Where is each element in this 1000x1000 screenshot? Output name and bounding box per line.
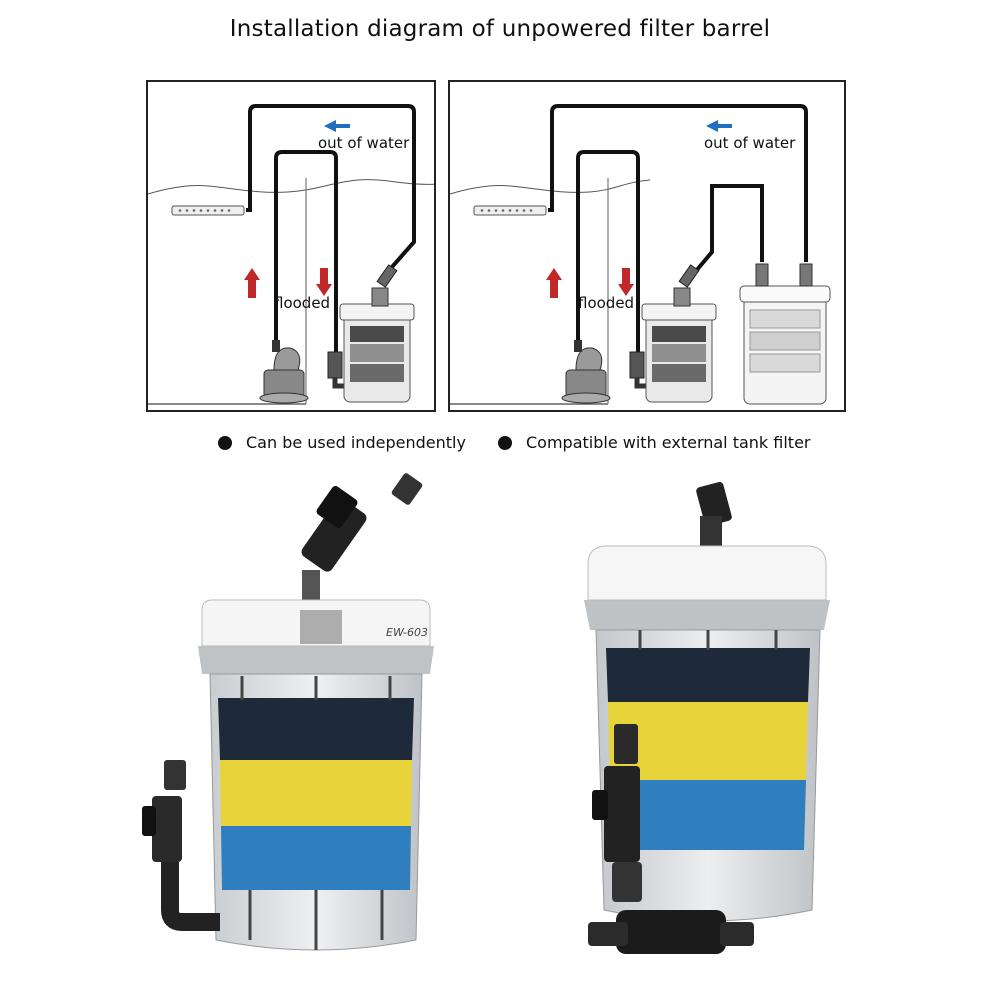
sponge-black (606, 648, 810, 702)
diagram-external-drawing: out of water flooded (450, 104, 831, 405)
feature-label: Can be used independently (246, 433, 466, 452)
diagram-independent: out of water flooded (146, 80, 436, 412)
pump-hose (576, 150, 640, 352)
submersible-pump (259, 340, 309, 404)
flooded-label: flooded (274, 294, 330, 312)
sponge-blue (221, 826, 411, 890)
sponge-blue (610, 780, 806, 850)
bullet-icon (218, 435, 232, 450)
inlet-valve (327, 351, 343, 379)
barrel-rim (584, 600, 830, 630)
model-label: EW-603 (386, 626, 428, 639)
diagram-independent-drawing: out of water flooded (148, 104, 434, 405)
sponge-yellow (608, 702, 808, 780)
barrel-rim (198, 646, 434, 674)
return-hose (548, 104, 808, 262)
external-tank-filter (739, 263, 831, 405)
filter-barrel (641, 264, 717, 403)
flooded-label: flooded (578, 294, 634, 312)
out-of-water-arrow (706, 120, 732, 132)
up-arrow (244, 268, 260, 298)
sponge-yellow (220, 760, 412, 826)
barrel-lid (587, 545, 827, 601)
inlet-valve (588, 724, 754, 954)
pump-hose (274, 150, 338, 352)
feature-label: Compatible with external tank filter (526, 433, 811, 452)
feature-item: Can be used independently (218, 433, 466, 452)
bullet-icon (498, 435, 512, 450)
out-of-water-label: out of water (318, 134, 410, 152)
up-arrow (546, 268, 562, 298)
product-photo-angled (584, 481, 830, 954)
out-of-water-label: out of water (704, 134, 796, 152)
return-hose (246, 104, 416, 278)
inlet-valve (142, 760, 220, 931)
feature-list: Can be used independently Compatible wit… (0, 433, 1000, 457)
diagram-with-external-filter: out of water flooded (448, 80, 846, 412)
water-surface-line (148, 179, 434, 195)
outlet-elbow (696, 481, 732, 546)
page-title: Installation diagram of unpowered filter… (229, 16, 771, 42)
outlet-elbow (301, 473, 423, 610)
down-arrow (618, 268, 634, 296)
sponge-black (218, 698, 414, 760)
link-hose (688, 184, 764, 280)
submersible-pump (561, 340, 611, 404)
product-photo-front: EW-603 (142, 473, 434, 951)
down-arrow (316, 268, 332, 296)
feature-item: Compatible with external tank filter (498, 433, 811, 452)
filter-barrel (339, 264, 415, 403)
out-of-water-arrow (324, 120, 350, 132)
